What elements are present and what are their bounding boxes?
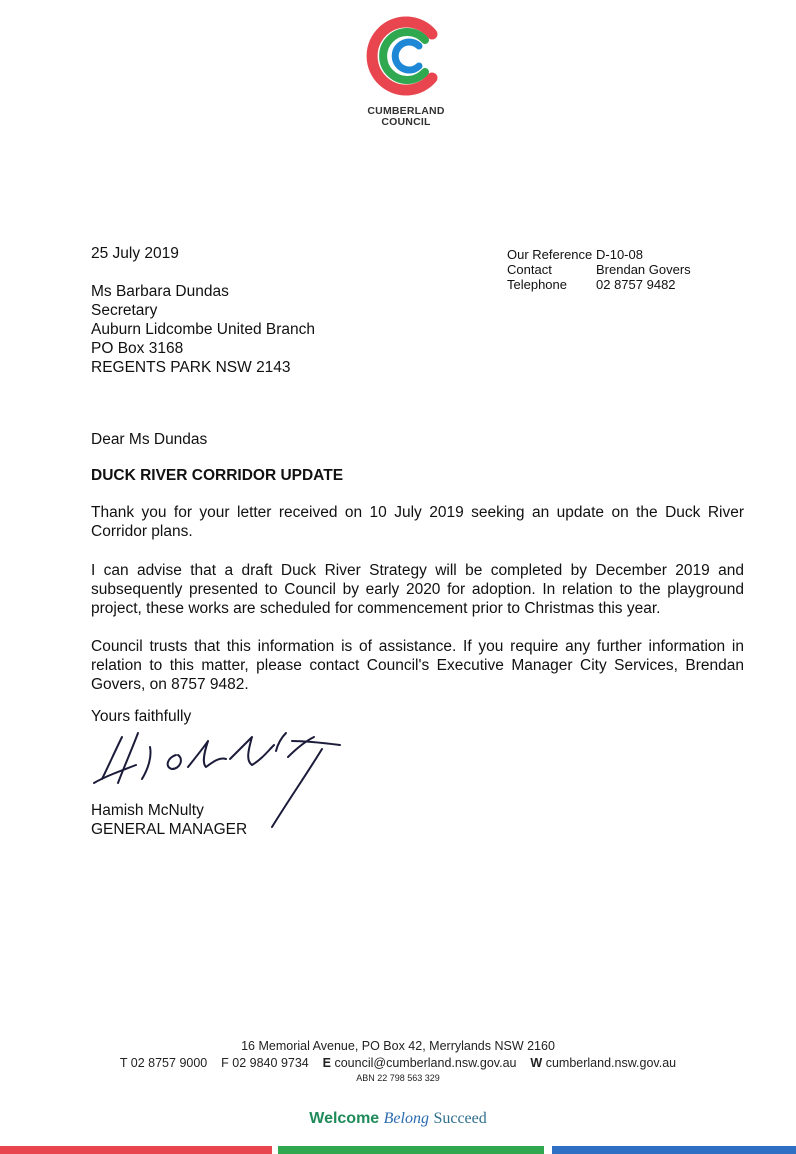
bottom-bar-green <box>278 1146 544 1154</box>
signatory-name: Hamish McNulty <box>91 802 204 819</box>
signatory-title: GENERAL MANAGER <box>91 821 248 838</box>
council-logo-icon <box>366 16 438 96</box>
letterhead-footer: 16 Memorial Avenue, PO Box 42, Merryland… <box>0 1038 796 1084</box>
footer-fax-label: F <box>221 1056 229 1070</box>
contact-label: Contact <box>507 262 552 277</box>
letter-subject: DUCK RIVER CORRIDOR UPDATE <box>91 467 344 484</box>
contact-value: Brendan Govers <box>596 262 691 277</box>
bottom-bar-gap <box>272 1146 278 1154</box>
tagline-welcome: Welcome <box>309 1110 380 1127</box>
telephone-row: Telephone 02 8757 9482 <box>507 277 691 292</box>
handwritten-signature <box>92 727 352 842</box>
reference-block: Our Reference D-10-08 Contact Brendan Go… <box>507 247 691 292</box>
salutation: Dear Ms Dundas <box>91 431 208 448</box>
recipient-locality: REGENTS PARK NSW 2143 <box>91 359 291 376</box>
footer-address: 16 Memorial Avenue, PO Box 42, Merryland… <box>241 1039 555 1053</box>
telephone-label: Telephone <box>507 277 567 292</box>
reference-value: D-10-08 <box>596 247 643 262</box>
bottom-bar-gap <box>544 1146 552 1154</box>
closing: Yours faithfully <box>91 708 192 725</box>
bottom-colour-bar <box>0 1146 796 1154</box>
bottom-bar-blue <box>552 1146 796 1154</box>
reference-label: Our Reference <box>507 247 593 262</box>
footer-email-label: E <box>322 1056 331 1070</box>
signature-graphic <box>93 732 341 828</box>
recipient-role: Secretary <box>91 302 158 319</box>
footer-abn: ABN 22 798 563 329 <box>356 1073 440 1083</box>
footer-contacts: T 02 8757 9000 F 02 9840 9734 E council@… <box>0 1054 796 1072</box>
recipient-po-box: PO Box 3168 <box>91 340 184 357</box>
bottom-bar-red <box>0 1146 272 1154</box>
recipient-organisation: Auburn Lidcombe United Branch <box>91 321 316 338</box>
council-logo: CUMBERLAND COUNCIL <box>360 16 452 134</box>
logo-line1: CUMBERLAND <box>367 105 445 117</box>
logo-line2: COUNCIL <box>381 116 431 128</box>
tagline-belong: Belong <box>383 1110 429 1127</box>
footer-web: cumberland.nsw.gov.au <box>545 1056 677 1070</box>
reference-row: Our Reference D-10-08 <box>507 247 691 262</box>
footer-phone: 02 8757 9000 <box>130 1056 208 1070</box>
body-paragraph: I can advise that a draft Duck River Str… <box>91 562 744 617</box>
contact-row: Contact Brendan Govers <box>507 262 691 277</box>
footer-phone-label: T <box>119 1056 128 1070</box>
letter-date: 25 July 2019 <box>91 245 179 262</box>
body-paragraph: Thank you for your letter received on 10… <box>91 504 744 540</box>
body-paragraph: Council trusts that this information is … <box>91 638 744 693</box>
recipient-name: Ms Barbara Dundas <box>91 283 229 300</box>
footer-fax: 02 9840 9734 <box>232 1056 309 1070</box>
footer-email: council@cumberland.nsw.gov.au <box>334 1056 517 1070</box>
telephone-value: 02 8757 9482 <box>596 277 676 292</box>
footer-web-label: W <box>530 1056 543 1070</box>
council-tagline: Welcome Belong Succeed <box>0 1110 796 1128</box>
recipient-address: Ms Barbara Dundas Secretary Auburn Lidco… <box>91 282 315 377</box>
tagline-succeed: Succeed <box>433 1110 487 1127</box>
